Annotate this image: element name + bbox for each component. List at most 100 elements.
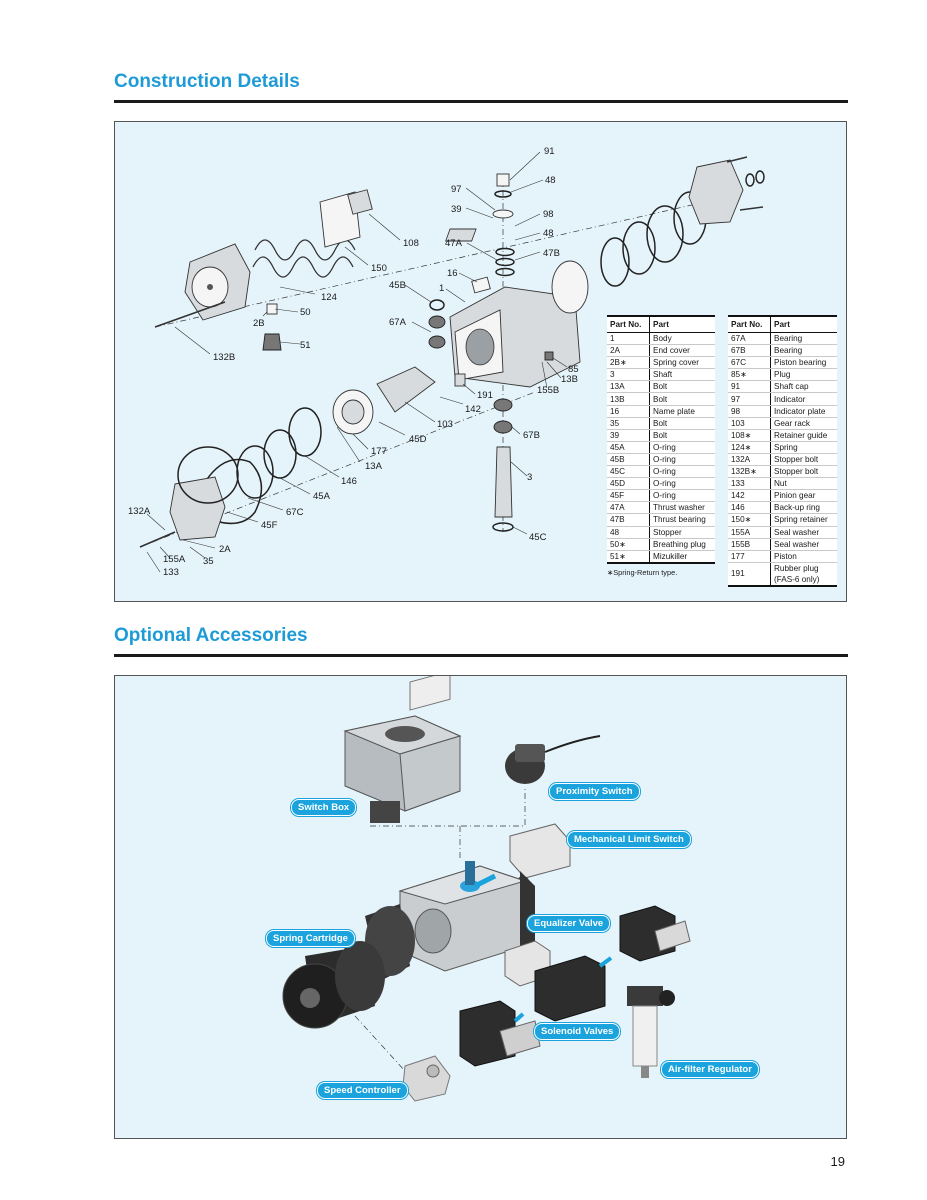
part-number-cell: 13B [607, 392, 650, 406]
callout-97: 97 [451, 184, 462, 195]
part-name-text: Back-up ring [774, 503, 820, 513]
part-name-text: Indicator [774, 394, 806, 404]
callout-155a: 155A [163, 554, 186, 565]
part-name-cell: End cover [649, 344, 715, 358]
callout-67a: 67A [389, 317, 407, 328]
construction-details-title: Construction Details [114, 71, 300, 92]
stopper-ring-lower [495, 267, 515, 277]
part-name-text: O-ring [653, 442, 676, 452]
parts-table-left-row: 2B∗Spring cover [607, 356, 715, 370]
part-name-cell: Thrust washer [649, 501, 715, 515]
accessories-panel: Switch Box Proximity Switch Mechanical L… [114, 675, 847, 1139]
part-name-cell: Pinion gear [770, 489, 837, 503]
part-name-text: Bearing [774, 334, 803, 344]
callout-2a: 2A [219, 544, 231, 555]
part-number-cell: 45F [607, 489, 650, 503]
callout-45f: 45F [261, 520, 278, 531]
part-number-cell: 45A [607, 441, 650, 454]
callout-47a: 47A [445, 238, 463, 249]
part-name-text: Bolt [653, 394, 668, 404]
callout-13b: 13B [561, 374, 578, 385]
part-name-text: Stopper bolt [774, 454, 819, 464]
parts-table-right-header-part: Part [770, 315, 837, 333]
part-number-cell: 2A [607, 344, 650, 358]
part-name-text: O-ring [653, 467, 676, 477]
parts-table-left-header-part: Part [649, 315, 715, 333]
part-number-cell: 85∗ [728, 368, 771, 382]
stopper-bolt-132b [154, 301, 226, 328]
spring-retainer-part [319, 191, 361, 248]
part-number-cell: 50∗ [607, 538, 650, 551]
part-name-text: End cover [653, 346, 690, 356]
shaft-cap-part [496, 173, 510, 187]
part-number-cell: 155A [728, 526, 771, 539]
part-name-cell: O-ring [649, 477, 715, 491]
arrow-icon-3 [598, 956, 613, 968]
accessories-illustration [282, 676, 691, 1102]
right-piston-part [551, 260, 589, 314]
callout-98: 98 [543, 209, 554, 220]
bearing-67b-part [493, 420, 513, 434]
part-number-cell: 177 [728, 550, 771, 563]
spring-cartridge-label: Spring Cartridge [266, 930, 355, 947]
callout-133: 133 [163, 567, 179, 578]
mechanical-limit-switch-image [509, 823, 571, 888]
callout-85: 85 [568, 364, 579, 375]
part-name-cell: Bolt [649, 392, 715, 406]
axis-upper [154, 201, 706, 328]
switch-box-label: Switch Box [291, 799, 357, 816]
solenoid-valves-label: Solenoid Valves [534, 1023, 621, 1040]
solenoid-valves-image [459, 905, 691, 1067]
part-number-cell: 47B [607, 513, 650, 527]
part-name-text: Spring cover [653, 358, 699, 368]
speed-controller-label: Speed Controller [317, 1082, 408, 1099]
part-number-cell: 103 [728, 417, 771, 430]
part-name-text: Breathing plug [653, 539, 706, 549]
pinion-gear-part [493, 398, 513, 412]
callout-91: 91 [544, 146, 555, 157]
part-name-cell: Stopper bolt [770, 453, 837, 467]
optional-accessories-title: Optional Accessories [114, 625, 308, 646]
callout-124: 124 [321, 292, 337, 303]
callout-1: 1 [439, 283, 444, 294]
callout-67b: 67B [523, 430, 540, 441]
part-number-cell: 1 [607, 332, 650, 346]
part-name-cell: Nut [770, 477, 837, 491]
part-name-text: Piston [774, 551, 797, 561]
parts-table-right-row: 150∗Spring retainer [728, 513, 837, 527]
callout-51: 51 [300, 340, 311, 351]
air-filter-regulator-image [627, 986, 675, 1078]
part-name-cell: Plug [770, 368, 837, 382]
part-number-cell: 146 [728, 501, 771, 515]
part-name-cell: Thrust bearing [649, 513, 715, 527]
actuator-image [398, 861, 535, 972]
part-name-cell: Bolt [649, 380, 715, 394]
name-plate-part [471, 276, 491, 294]
page-number: 19 [830, 1154, 845, 1169]
part-name-note: (FAS-6 only) [774, 574, 820, 584]
part-number-cell: 91 [728, 380, 771, 394]
part-number-cell: 155B [728, 538, 771, 551]
callout-45c: 45C [529, 532, 547, 543]
part-number-cell: 45C [607, 465, 650, 479]
callout-50: 50 [300, 307, 311, 318]
part-name-cell: Spring retainer [770, 513, 837, 527]
part-name-cell: O-ring [649, 441, 715, 454]
accessories-title-rule [114, 654, 848, 657]
callout-39: 39 [451, 204, 462, 215]
equalizer-valve-label: Equalizer Valve [527, 915, 611, 932]
callout-191: 191 [477, 390, 493, 401]
proximity-switch-label: Proximity Switch [549, 783, 640, 800]
callout-13a: 13A [365, 461, 383, 472]
